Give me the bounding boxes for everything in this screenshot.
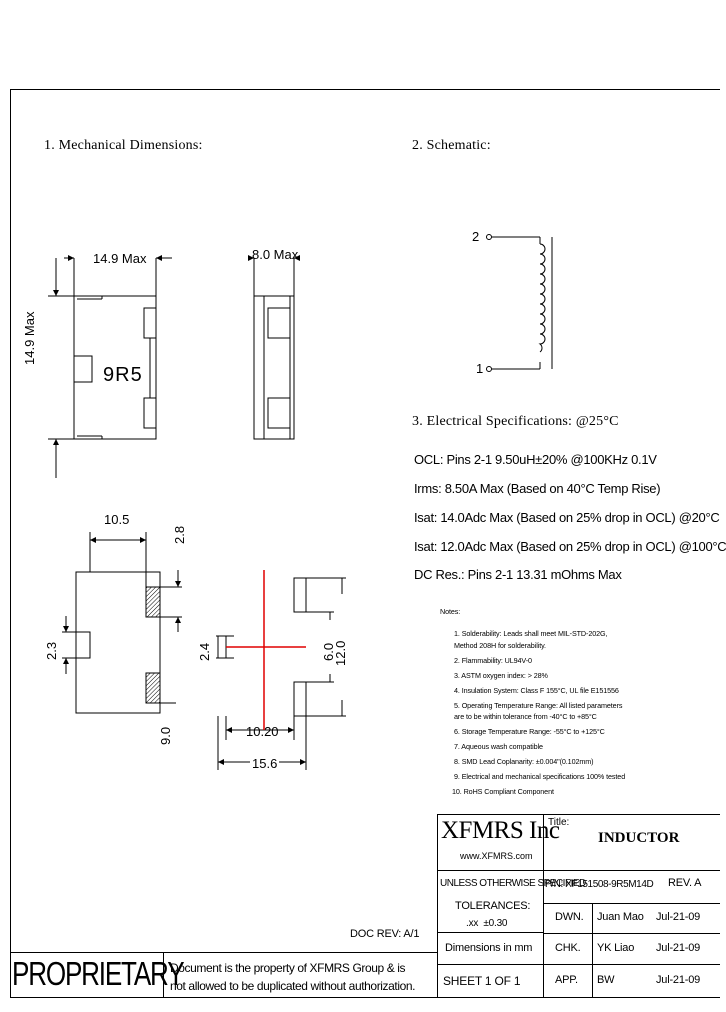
app-name: BW	[597, 974, 615, 986]
note-line: are to be within tolerance from -40°C to…	[454, 712, 597, 721]
dim-pad-gap: 9.0	[158, 726, 173, 745]
proprietary-label: PROPRIETARY	[12, 955, 185, 992]
dim-land-a: 2.4	[197, 642, 212, 661]
frame-left-line	[10, 89, 11, 997]
dim-land-c: 12.0	[333, 640, 348, 666]
dim-pad-span: 10.5	[104, 512, 130, 527]
dwn-date: Jul-21-09	[656, 911, 701, 923]
dim-height: 14.9 Max	[22, 311, 37, 365]
note-line: 2. Flammability: UL94V-0	[454, 656, 532, 665]
marking-box	[73, 355, 93, 383]
note-line: 9. Electrical and mechanical specificati…	[454, 772, 626, 781]
proprietary-statement-1: Document is the property of XFMRS Group …	[170, 961, 406, 975]
dimensions-unit: Dimensions in mm	[445, 942, 533, 954]
document-title: INDUCTOR	[598, 830, 680, 846]
spec-line: Isat: 14.0Adc Max (Based on 25% drop in …	[414, 510, 720, 525]
title-label: Title:	[548, 817, 570, 828]
dim-land-d: 10.20	[246, 724, 279, 739]
electrical-heading: 3. Electrical Specifications: @25°C	[412, 414, 619, 429]
spec-line: Isat: 12.0Adc Max (Based on 25% drop in …	[414, 539, 726, 554]
dim-land-e: 15.6	[250, 756, 280, 771]
company-website: www.XFMRS.com	[460, 851, 533, 861]
dim-top-width: 14.9 Max	[93, 251, 147, 266]
note-line: 3. ASTM oxygen index: > 28%	[454, 671, 548, 680]
dwn-name: Juan Mao	[597, 911, 644, 923]
note-line: 8. SMD Lead Coplanarity: ±0.004"(0.102mm…	[454, 757, 594, 766]
spec-line: Irms: 8.50A Max (Based on 40°C Temp Rise…	[414, 481, 661, 496]
note-line: Method 208H for solderability.	[454, 641, 546, 650]
inductor-coil	[538, 243, 546, 353]
revision: REV. A	[668, 877, 702, 889]
note-line: 7. Aqueous wash compatible	[454, 742, 543, 751]
sheet-number: SHEET 1 OF 1	[443, 974, 521, 988]
note-line: 1. Solderability: Leads shall meet MIL-S…	[454, 629, 608, 638]
tolerances-label: TOLERANCES:	[455, 900, 531, 912]
app-label: APP.	[555, 974, 578, 986]
chk-name: YK Liao	[597, 942, 635, 954]
note-line: 5. Operating Temperature Range: All list…	[454, 701, 623, 710]
unless-specified: UNLESS OTHERWISE SPECIFIED	[440, 878, 586, 889]
tolerance-value: .xx ±0.30	[466, 918, 508, 929]
chk-label: CHK.	[555, 942, 581, 954]
proprietary-statement-2: not allowed to be duplicated without aut…	[170, 979, 416, 993]
frame-top-line	[10, 89, 720, 90]
pin-1-label: 1	[476, 361, 484, 376]
doc-revision: DOC REV: A/1	[350, 928, 420, 940]
spec-line: DC Res.: Pins 2-1 13.31 mOhms Max	[414, 567, 622, 582]
dwn-label: DWN.	[555, 911, 584, 923]
note-line: 6. Storage Temperature Range: -55°C to +…	[454, 727, 605, 736]
app-date: Jul-21-09	[656, 974, 701, 986]
mechanical-heading: 1. Mechanical Dimensions:	[44, 138, 203, 153]
schematic-heading: 2. Schematic:	[412, 138, 491, 153]
note-line: 10. RoHS Compliant Component	[452, 787, 554, 796]
side-view-body	[253, 295, 295, 440]
schematic-diagram	[486, 234, 553, 372]
pin-2-label: 2	[472, 229, 480, 244]
spec-line: OCL: Pins 2-1 9.50uH±20% @100KHz 0.1V	[414, 452, 657, 467]
dim-pad-w: 2.3	[44, 641, 59, 660]
part-marking: 9R5	[103, 364, 143, 386]
notes-title: Notes:	[440, 607, 461, 616]
company-name: XFMRS Inc	[441, 817, 560, 844]
dim-side-width: 8.0 Max	[252, 247, 299, 262]
chk-date: Jul-21-09	[656, 942, 701, 954]
part-number: P/N: XF151508-9R5M14D	[545, 879, 654, 890]
note-line: 4. Insulation System: Class F 155°C, UL …	[454, 686, 619, 695]
dim-pad-h: 2.8	[172, 525, 187, 544]
